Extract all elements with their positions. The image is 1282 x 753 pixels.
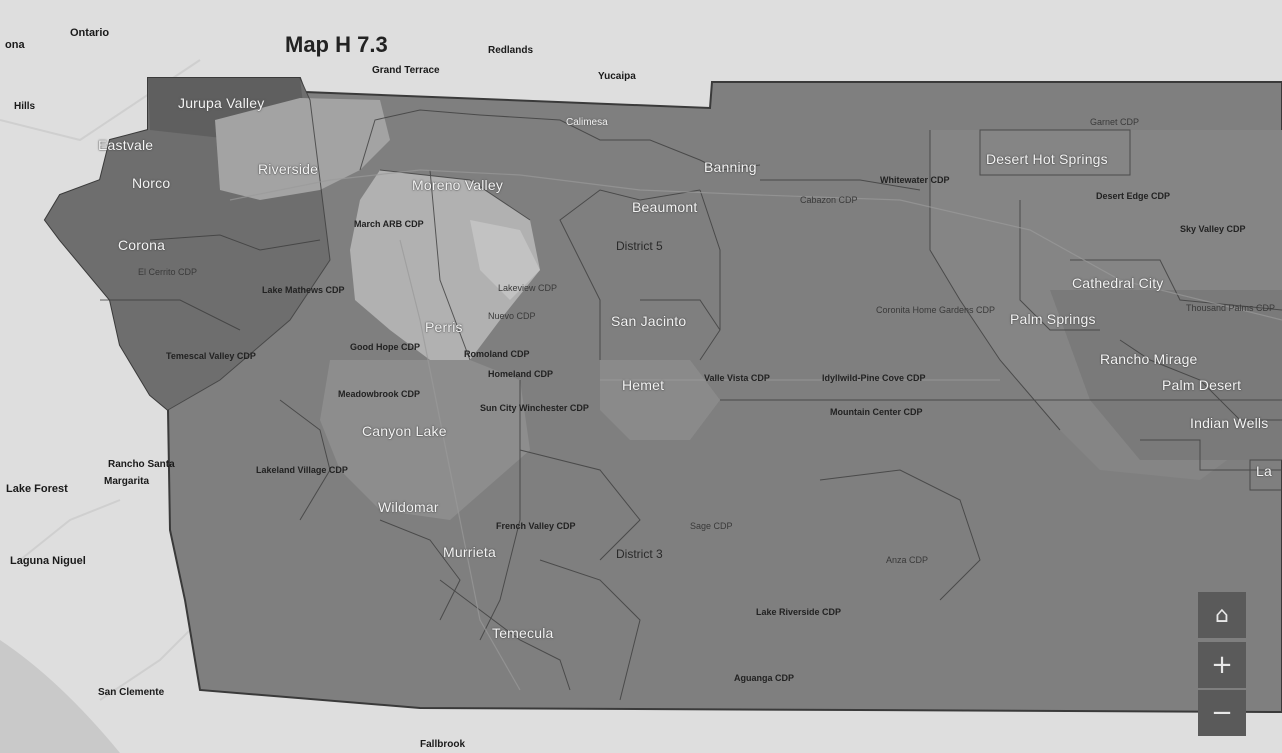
place-label: Hills — [14, 101, 36, 112]
cdp-label: Lake Mathews CDP — [262, 285, 345, 295]
cdp-label: Mountain Center CDP — [830, 407, 923, 417]
cdp-label: Nuevo CDP — [488, 311, 536, 321]
cdp-label: March ARB CDP — [354, 219, 424, 229]
place-label: Redlands — [488, 45, 534, 56]
cdp-label: Sky Valley CDP — [1180, 224, 1246, 234]
district-label: District 5 — [616, 239, 663, 253]
cdp-label: Meadowbrook CDP — [338, 389, 421, 399]
cdp-label: Lakeland Village CDP — [256, 465, 348, 475]
place-label: Grand Terrace — [372, 65, 440, 76]
city-label: Palm Desert — [1162, 377, 1242, 393]
place-label: Fallbrook — [420, 739, 466, 750]
cdp-label: Valle Vista CDP — [704, 373, 770, 383]
cdp-label: Whitewater CDP — [880, 175, 950, 185]
place-label: Lake Forest — [6, 483, 68, 495]
zoom-out-button[interactable]: − — [1198, 690, 1246, 736]
place-label: ona — [5, 39, 25, 51]
cdp-label: Lake Riverside CDP — [756, 607, 842, 617]
cdp-label: French Valley CDP — [496, 521, 576, 531]
city-label: Rancho Mirage — [1100, 351, 1198, 367]
city-label: Palm Springs — [1010, 311, 1096, 327]
cdp-label: Sun City Winchester CDP — [480, 403, 589, 413]
cdp-label: Cabazon CDP — [800, 195, 858, 205]
cdp-label: El Cerrito CDP — [138, 267, 198, 277]
cdp-label: Anza CDP — [886, 555, 929, 565]
place-label: Laguna Niguel — [10, 555, 86, 567]
cdp-label: Desert Edge CDP — [1096, 191, 1171, 201]
cdp-label: Idyllwild-Pine Cove CDP — [822, 373, 926, 383]
city-label: Banning — [704, 159, 757, 175]
cdp-label: Aguanga CDP — [734, 673, 795, 683]
city-label: Eastvale — [98, 137, 154, 153]
city-label: Desert Hot Springs — [986, 151, 1108, 167]
home-icon: ⌂ — [1215, 602, 1229, 628]
city-label: Temecula — [492, 625, 554, 641]
cdp-label: Sage CDP — [690, 521, 733, 531]
city-label: San Jacinto — [611, 313, 687, 329]
cdp-label: Thousand Palms CDP — [1186, 303, 1276, 313]
home-button[interactable]: ⌂ — [1198, 592, 1246, 638]
cdp-label: Coronita Home Gardens CDP — [876, 305, 996, 315]
place-label: Margarita — [104, 476, 150, 487]
place-label: Yucaipa — [598, 71, 636, 82]
cdp-label: Lakeview CDP — [498, 283, 558, 293]
cdp-label: Homeland CDP — [488, 369, 554, 379]
city-label: Corona — [118, 237, 166, 253]
city-label: Indian Wells — [1190, 415, 1269, 431]
city-label: Cathedral City — [1072, 275, 1164, 291]
zoom-in-button[interactable]: + — [1198, 642, 1246, 688]
place-label: Ontario — [70, 27, 110, 39]
cdp-label: Temescal Valley CDP — [166, 351, 256, 361]
city-label: La — [1256, 463, 1272, 479]
city-label: Murrieta — [443, 544, 496, 560]
cdp-label: Romoland CDP — [464, 349, 530, 359]
city-label: Beaumont — [632, 199, 698, 215]
cdp-label: Good Hope CDP — [350, 342, 420, 352]
city-label: Wildomar — [378, 499, 439, 515]
cdp-label: Garnet CDP — [1090, 117, 1140, 127]
minus-icon: − — [1211, 698, 1233, 728]
city-label: Moreno Valley — [412, 177, 504, 193]
city-label: Riverside — [258, 161, 319, 177]
city-label: Jurupa Valley — [178, 95, 265, 111]
city-label: Canyon Lake — [362, 423, 447, 439]
district-label: District 3 — [616, 547, 663, 561]
city-label: Norco — [132, 175, 171, 191]
plus-icon: + — [1211, 650, 1233, 680]
city-label: Perris — [425, 319, 463, 335]
place-label: Rancho Santa — [108, 459, 175, 470]
map-title: Map H 7.3 — [285, 32, 388, 57]
city-label: Hemet — [622, 377, 665, 393]
place-label: San Clemente — [98, 687, 165, 698]
city-label: Calimesa — [566, 117, 608, 128]
